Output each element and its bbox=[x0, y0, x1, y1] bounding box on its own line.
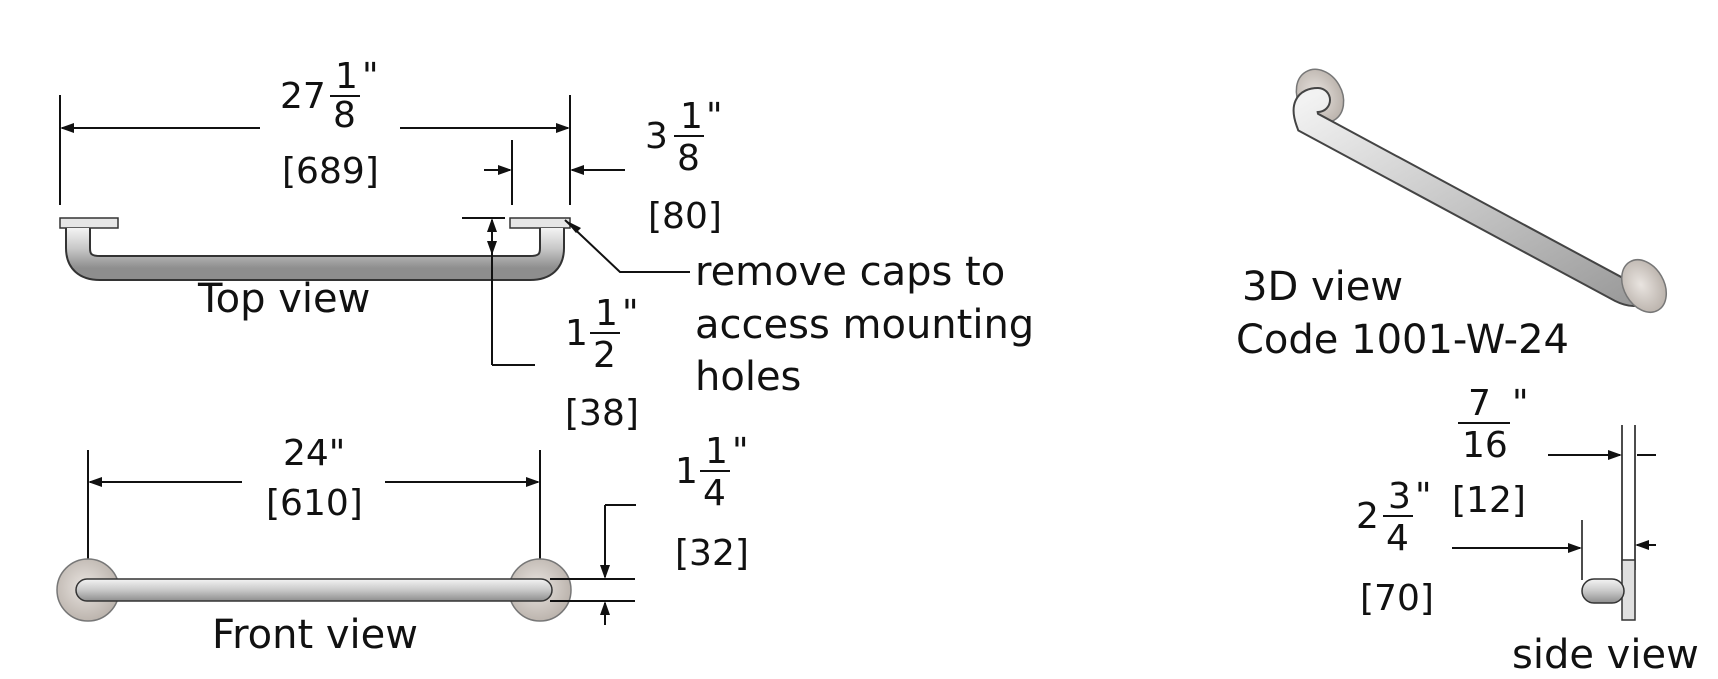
dim-metric: [689] bbox=[282, 151, 379, 192]
dim-metric: [80] bbox=[648, 196, 722, 237]
bar-body bbox=[75, 578, 553, 602]
arrowhead bbox=[487, 218, 497, 232]
arrowhead bbox=[556, 123, 570, 133]
note-text: access mounting bbox=[695, 302, 1034, 348]
side-view-label: side view bbox=[1512, 632, 1699, 678]
bar-body bbox=[67, 228, 563, 279]
dim-unit: " bbox=[362, 56, 379, 97]
isometric-view: 3D view Code 1001-W-24 bbox=[1236, 68, 1668, 363]
dim-metric: [38] bbox=[565, 393, 639, 434]
dim-numerator: 3 bbox=[1388, 476, 1411, 517]
flange-thickness-dimension: 7 16 " [12] bbox=[1452, 383, 1529, 521]
dim-denominator: 2 bbox=[593, 335, 616, 376]
dim-whole: 1 bbox=[675, 451, 698, 492]
bar-profile bbox=[1581, 578, 1625, 604]
arrowhead bbox=[600, 601, 610, 615]
dim-metric: [32] bbox=[675, 533, 749, 574]
product-code: Code 1001-W-24 bbox=[1236, 317, 1569, 363]
arrowhead bbox=[1568, 543, 1582, 553]
wall-clearance-dimension: 1 1 2 " [38] bbox=[565, 293, 639, 434]
dim-denominator: 16 bbox=[1462, 425, 1508, 466]
overall-length-dimension: 27 1 8 " [689] bbox=[280, 56, 379, 192]
dim-imperial: 24" bbox=[283, 433, 345, 474]
bar-diameter-dimension: 1 1 4 " [32] bbox=[675, 431, 749, 574]
dim-unit: " bbox=[1415, 476, 1432, 517]
dim-metric: [70] bbox=[1360, 578, 1434, 619]
dim-unit: " bbox=[706, 96, 723, 137]
note-text: holes bbox=[695, 354, 801, 400]
dim-unit: " bbox=[732, 431, 749, 472]
left-flange bbox=[59, 217, 119, 229]
projection-dimension: 2 3 4 " [70] bbox=[1356, 476, 1434, 619]
arrowhead bbox=[1635, 540, 1649, 550]
dim-denominator: 4 bbox=[703, 473, 726, 514]
dim-unit: " bbox=[622, 293, 639, 334]
front-view-label: Front view bbox=[212, 612, 418, 658]
dim-denominator: 8 bbox=[677, 138, 700, 179]
arrowhead bbox=[570, 165, 584, 175]
dim-numerator: 1 bbox=[595, 293, 618, 334]
note-leader bbox=[564, 219, 690, 273]
dim-whole: 3 bbox=[645, 116, 668, 157]
arrowhead bbox=[60, 123, 74, 133]
arrowhead bbox=[1608, 450, 1622, 460]
bottom-flange bbox=[1620, 259, 1668, 313]
front-view: 24" [610] 1 1 4 " [32] Front view bbox=[56, 431, 749, 658]
arrowhead bbox=[487, 241, 497, 255]
flange-offset-dimension: 3 1 8 " [80] bbox=[645, 96, 723, 237]
dim-denominator: 4 bbox=[1386, 518, 1409, 559]
top-view-label: Top view bbox=[197, 276, 370, 322]
arrowhead bbox=[565, 220, 581, 233]
dim-numerator: 7 bbox=[1468, 383, 1491, 424]
view-3d-label: 3D view bbox=[1242, 264, 1403, 310]
arrowhead bbox=[526, 477, 540, 487]
dim-whole: 1 bbox=[565, 313, 588, 354]
note-text: remove caps to bbox=[695, 249, 1005, 295]
dim-metric: [610] bbox=[266, 483, 363, 524]
dim-numerator: 1 bbox=[335, 56, 358, 97]
dim-unit: " bbox=[1512, 383, 1529, 424]
dim-numerator: 1 bbox=[680, 96, 703, 137]
dim-numerator: 1 bbox=[705, 431, 728, 472]
dim-denominator: 8 bbox=[333, 95, 356, 136]
center-length-dimension: 24" [610] bbox=[266, 433, 363, 524]
right-flange bbox=[509, 217, 571, 229]
dim-whole: 2 bbox=[1356, 496, 1379, 537]
dim-metric: [12] bbox=[1452, 480, 1526, 521]
arrowhead bbox=[600, 565, 610, 579]
dim-whole: 27 bbox=[280, 76, 326, 117]
arrowhead bbox=[498, 165, 512, 175]
side-view: 7 16 " [12] 2 3 4 " [70] side view bbox=[1356, 383, 1699, 678]
arrowhead bbox=[88, 477, 102, 487]
top-view: 27 1 8 " [689] 3 1 8 " [80] bbox=[59, 56, 1034, 434]
